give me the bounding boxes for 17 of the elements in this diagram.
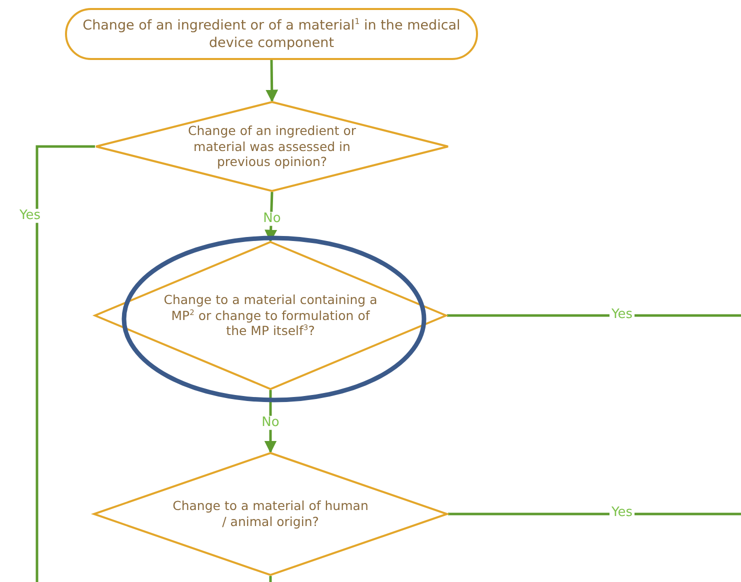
decision-diamond <box>93 452 448 576</box>
start-terminator <box>65 8 478 60</box>
node-text: Change to a material containing a MP$^{2}$ or change to formulation of the MP itself$^{3}$? <box>162 292 378 340</box>
connector-line <box>269 576 272 582</box>
node-text: Change to a material of human / animal origin? <box>172 498 370 530</box>
node-text: Change of an ingredient or material was assessed in previous opinion? <box>187 123 357 170</box>
decision-diamond <box>95 101 449 192</box>
edge-label: No <box>260 416 282 430</box>
edge-label: No <box>261 211 283 226</box>
decision-diamond <box>94 241 447 390</box>
edge-label: Yes <box>18 208 42 224</box>
arrow <box>264 390 277 454</box>
connector-line <box>447 314 741 317</box>
arrow <box>266 60 278 102</box>
node-text: Change of an ingredient or of a material$^{1}$ in the medical device component <box>82 16 462 52</box>
connector-line <box>36 145 95 582</box>
connector-line <box>448 512 741 516</box>
